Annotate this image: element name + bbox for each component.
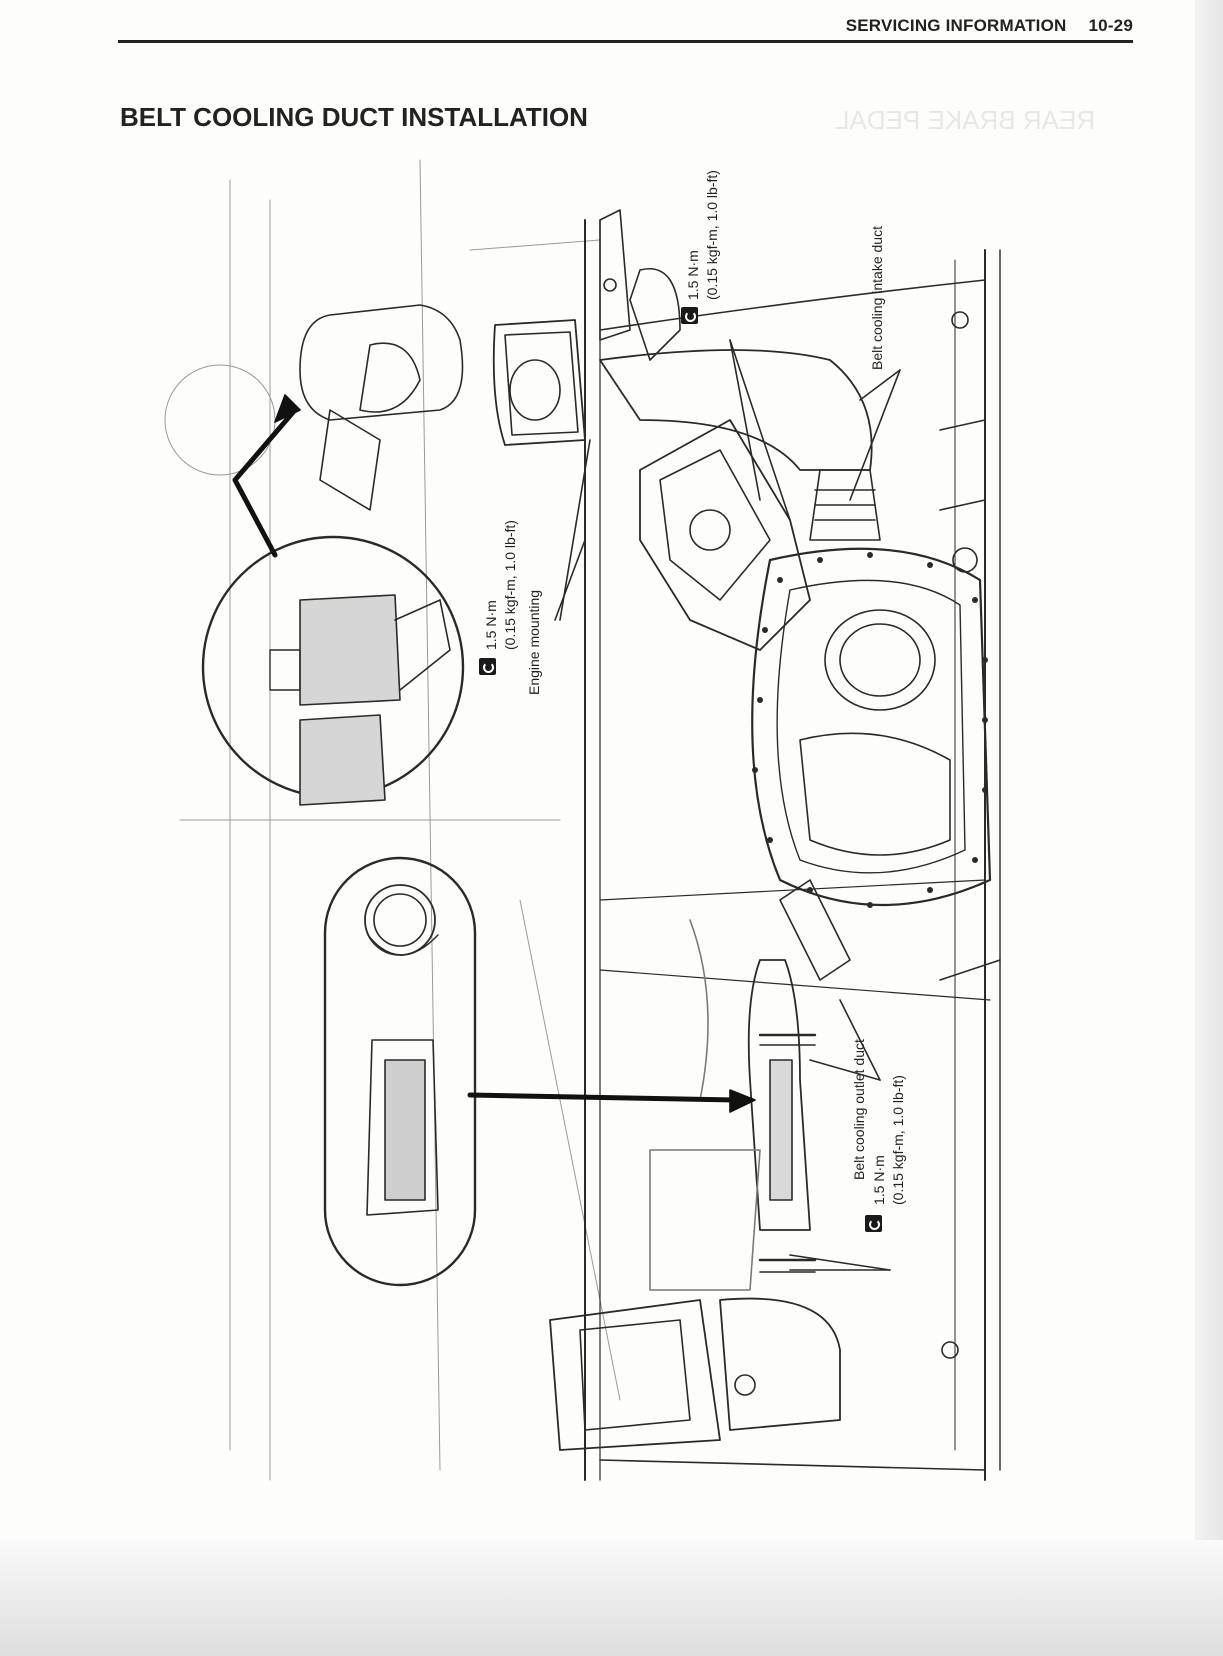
torque-bottom-value: 1.5 N·m bbox=[871, 1155, 887, 1205]
torque-bottom-units: (0.15 kgf-m, 1.0 lb-ft) bbox=[890, 1075, 906, 1205]
torque-wrench-icon bbox=[865, 1215, 882, 1232]
callout-torque-mid: 1.5 N·m (0.15 kgf-m, 1.0 lb-ft) bbox=[482, 520, 520, 650]
callout-outlet-duct: Belt cooling outlet duct bbox=[850, 1039, 869, 1180]
torque-top-units: (0.15 kgf-m, 1.0 lb-ft) bbox=[704, 170, 720, 300]
torque-mid-units: (0.15 kgf-m, 1.0 lb-ft) bbox=[502, 520, 518, 650]
running-title: SERVICING INFORMATION bbox=[845, 16, 1067, 35]
scan-bottom-shadow bbox=[0, 1540, 1223, 1656]
callout-intake-duct: Belt cooling intake duct bbox=[868, 226, 887, 370]
header-rule bbox=[118, 40, 1133, 43]
torque-wrench-icon bbox=[681, 307, 698, 324]
section-title: BELT COOLING DUCT INSTALLATION bbox=[120, 102, 588, 132]
intake-duct-label: Belt cooling intake duct bbox=[869, 226, 885, 370]
outlet-duct-label: Belt cooling outlet duct bbox=[851, 1039, 867, 1180]
page-number: 10-29 bbox=[1088, 16, 1133, 35]
page-edge-shadow bbox=[1195, 0, 1223, 1656]
callout-torque-top: 1.5 N·m (0.15 kgf-m, 1.0 lb-ft) bbox=[684, 170, 722, 300]
engine-mounting-label: Engine mounting bbox=[526, 589, 542, 695]
torque-top-value: 1.5 N·m bbox=[685, 250, 701, 300]
torque-mid-value: 1.5 N·m bbox=[483, 600, 499, 650]
callout-torque-bottom: 1.5 N·m (0.15 kgf-m, 1.0 lb-ft) bbox=[870, 1075, 908, 1205]
callout-engine-mounting: Engine mounting bbox=[525, 590, 544, 695]
running-head: SERVICING INFORMATION 10-29 bbox=[846, 16, 1133, 36]
torque-wrench-icon bbox=[479, 658, 496, 675]
